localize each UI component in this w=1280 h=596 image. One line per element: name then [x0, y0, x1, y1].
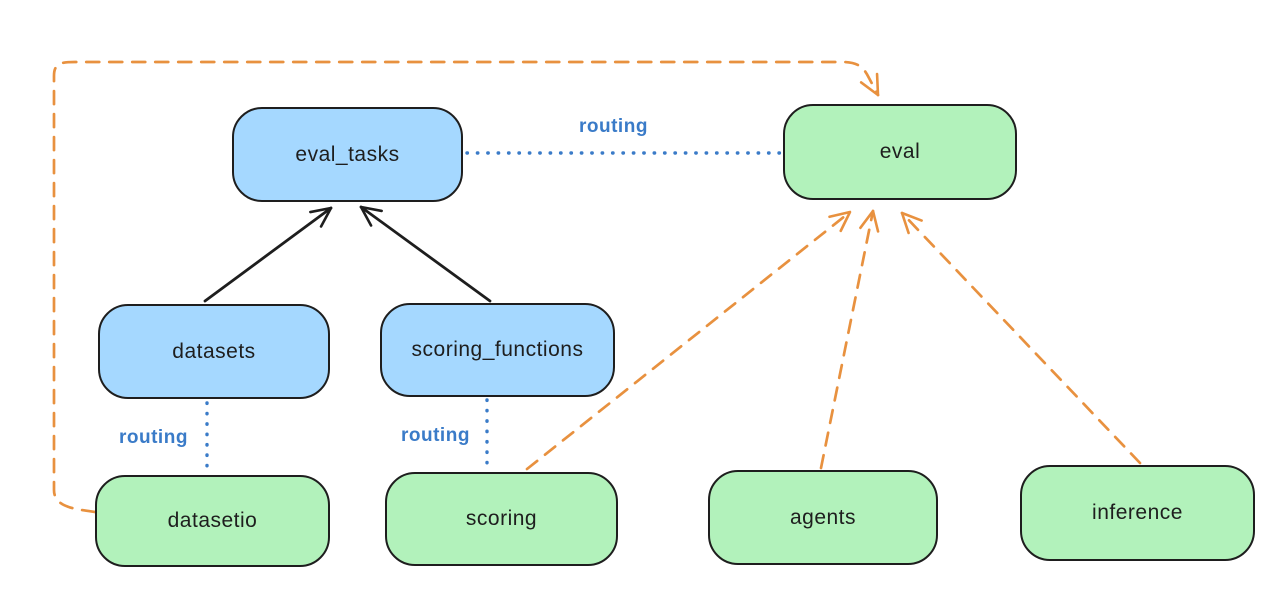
- node-inference: inference: [1020, 465, 1255, 561]
- edge-agents-to-eval: [819, 209, 880, 470]
- edge-label-routing-datasets-datasetio: routing: [119, 427, 188, 448]
- node-inference-label: inference: [1092, 501, 1183, 524]
- node-agents: agents: [708, 470, 938, 565]
- node-datasets: datasets: [98, 304, 330, 399]
- node-scoring-label: scoring: [465, 507, 538, 530]
- edge-scoring-to-eval: [525, 210, 852, 471]
- node-scoring-functions: scoring_functions: [380, 303, 615, 397]
- node-datasetio: datasetio: [95, 475, 330, 567]
- node-scoring-functions-label: scoring_functions: [411, 338, 584, 361]
- node-eval: eval: [783, 104, 1017, 200]
- node-agents-label: agents: [789, 505, 857, 529]
- edge-inference-to-eval: [900, 211, 1142, 465]
- edge-scoring-functions-to-eval-tasks: [359, 205, 492, 303]
- node-eval-tasks: eval_tasks: [232, 107, 463, 202]
- edge-datasets-to-eval-tasks: [203, 206, 333, 303]
- node-eval-label: eval: [879, 140, 921, 163]
- edge-datasetio-to-eval-loop: [52, 60, 880, 514]
- node-scoring: scoring: [385, 472, 618, 566]
- edge-label-routing-scoring-functions-scoring: routing: [401, 425, 470, 446]
- edge-label-routing-eval-tasks-eval: routing: [579, 116, 648, 137]
- node-datasets-label: datasets: [172, 339, 256, 363]
- node-datasetio-label: datasetio: [167, 509, 258, 532]
- node-eval-tasks-label: eval_tasks: [295, 142, 400, 166]
